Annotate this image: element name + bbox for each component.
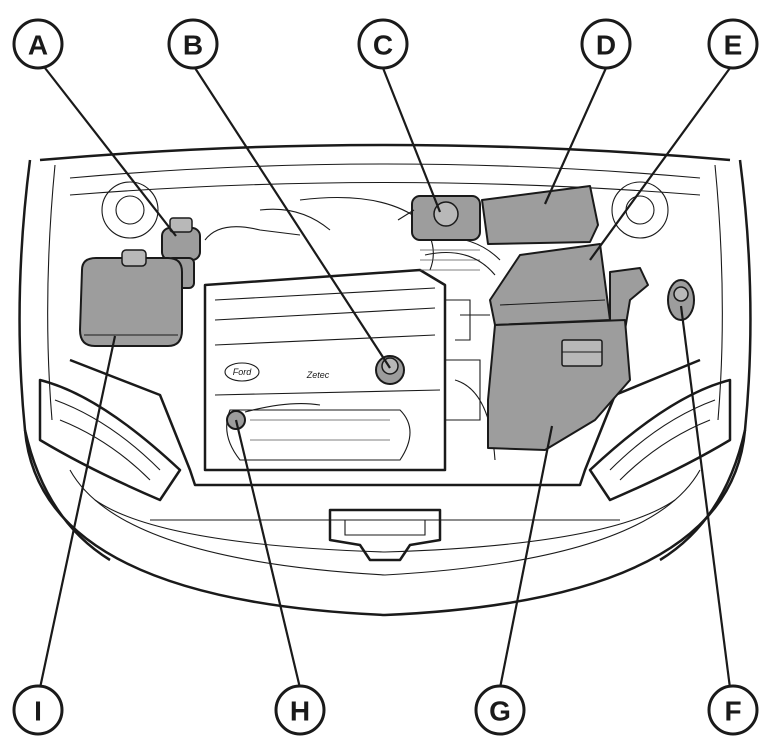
callout-a-label: A <box>28 30 48 61</box>
callout-c-label: C <box>373 30 393 61</box>
leader-lines <box>38 67 732 689</box>
callout-b-label: B <box>183 30 203 61</box>
callout-h-label: H <box>290 696 310 727</box>
ford-logo-text: Ford <box>233 367 253 377</box>
callout-h: H <box>274 684 326 736</box>
component-h-dipstick <box>226 403 321 430</box>
component-b-oil-cap <box>375 355 405 385</box>
zetec-badge-text: Zetec <box>306 370 330 380</box>
leader-h <box>234 419 302 689</box>
leader-g <box>498 425 554 689</box>
leader-a <box>44 67 177 237</box>
component-g-fuse-box <box>487 319 631 451</box>
callout-d-label: D <box>596 30 616 61</box>
callout-g: G <box>474 684 526 736</box>
callout-i: I <box>12 684 64 736</box>
callout-e-label: E <box>724 30 743 61</box>
leader-f <box>679 305 732 689</box>
callout-d: D <box>580 18 632 70</box>
engine-block: Ford Zetec <box>203 196 501 472</box>
callout-e: E <box>707 18 759 70</box>
callout-i-label: I <box>34 696 42 727</box>
leader-b <box>194 67 391 369</box>
component-i-coolant-tank <box>79 249 183 347</box>
component-c-cap <box>397 195 481 241</box>
leader-e <box>589 67 731 261</box>
callout-c: C <box>357 18 409 70</box>
callout-b: B <box>167 18 219 70</box>
component-e-air-filter <box>489 243 649 333</box>
leader-c <box>381 67 442 213</box>
leader-i <box>38 335 117 689</box>
component-d-battery <box>481 185 599 245</box>
leader-d <box>543 67 608 205</box>
callout-f: F <box>707 684 759 736</box>
callout-f-label: F <box>724 696 741 727</box>
engine-bay-outline <box>18 143 752 617</box>
callout-g-label: G <box>489 696 511 727</box>
callout-a: A <box>12 18 64 70</box>
component-f-washer-cap <box>667 279 695 321</box>
